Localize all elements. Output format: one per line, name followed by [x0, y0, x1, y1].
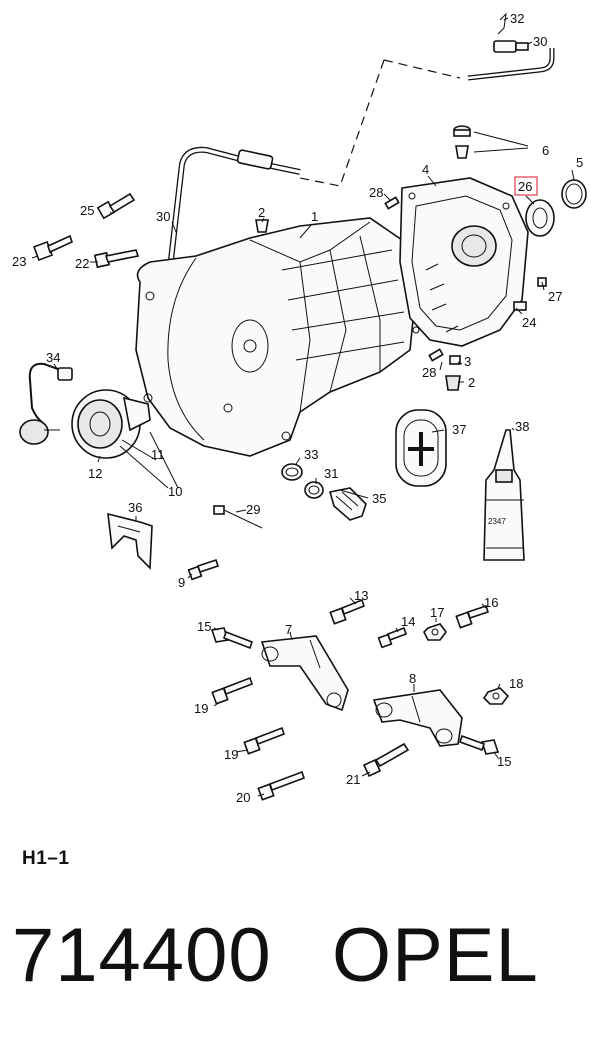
bolt-25 — [96, 192, 136, 220]
dashed-connection-line — [299, 59, 461, 187]
part-label-30-upper: 30 — [533, 34, 547, 49]
mount-bracket-7 — [260, 635, 349, 712]
bolt-19-upper — [211, 676, 254, 705]
part-label-7: 7 — [285, 622, 292, 637]
bolt-14 — [377, 626, 408, 649]
mount-bracket-8 — [372, 689, 463, 747]
part-label-22: 22 — [75, 256, 89, 271]
bolt-9 — [187, 558, 220, 581]
nut-18 — [482, 687, 510, 705]
bolt-15-left — [210, 627, 254, 650]
part-label-15-right: 15 — [497, 754, 511, 769]
part-label-38: 38 — [515, 419, 529, 434]
part-label-15-left: 15 — [197, 619, 211, 634]
leader-lines — [31, 17, 575, 797]
part-label-4: 4 — [422, 162, 429, 177]
plug-2-lower — [445, 375, 461, 391]
pin-28-upper — [384, 196, 400, 210]
bottle-label: 2347 — [488, 517, 506, 526]
bolt-20 — [257, 770, 306, 801]
part-label-29: 29 — [246, 502, 260, 517]
part-label-14: 14 — [401, 614, 415, 629]
part-label-11: 11 — [151, 447, 165, 462]
part-label-9: 9 — [178, 575, 185, 590]
part-label-6: 6 — [542, 143, 549, 158]
release-bearing — [71, 389, 153, 459]
nut-17 — [423, 623, 447, 641]
part-label-34: 34 — [46, 350, 60, 365]
washer-31 — [304, 481, 324, 499]
part-label-3: 3 — [464, 354, 471, 369]
gearbox-housing — [135, 217, 415, 457]
part-label-17: 17 — [430, 605, 444, 620]
breather-plug — [453, 125, 471, 159]
part-label-24: 24 — [522, 315, 536, 330]
oil-seal — [525, 199, 555, 237]
exploded-parts-diagram: 2347 — [12, 11, 587, 805]
pin-3 — [449, 355, 461, 365]
part-label-12: 12 — [88, 466, 102, 481]
bolt-23 — [33, 234, 73, 261]
part-label-35: 35 — [372, 491, 386, 506]
highlight-box-26 — [514, 176, 538, 196]
part-label-32: 32 — [510, 11, 524, 26]
part-number: 714400 — [12, 913, 272, 998]
bolt-15-right — [458, 734, 500, 755]
part-label-18: 18 — [509, 676, 523, 691]
washer-33 — [281, 463, 303, 481]
sealing-ring — [561, 179, 587, 209]
cover-37 — [395, 409, 447, 487]
part-label-1: 1 — [311, 209, 318, 224]
part-label-33: 33 — [304, 447, 318, 462]
sensor-lead — [19, 362, 73, 445]
part-label-5: 5 — [576, 155, 583, 170]
part-label-37: 37 — [452, 422, 466, 437]
part-label-21: 21 — [346, 772, 360, 787]
plug-35 — [328, 487, 367, 521]
part-label-26: 26 — [518, 179, 532, 194]
bracket-36 — [107, 512, 153, 570]
bolt-29 — [213, 505, 263, 529]
part-label-25: 25 — [80, 203, 94, 218]
bolt-13 — [329, 598, 365, 625]
bolt-19-lower — [243, 726, 286, 755]
clutch-line-upper — [467, 12, 555, 81]
plug-2-upper — [255, 219, 269, 233]
part-label-2-lower: 2 — [468, 375, 475, 390]
part-label-19-upper: 19 — [194, 701, 208, 716]
part-label-19-lower: 19 — [224, 747, 238, 762]
part-label-27: 27 — [548, 289, 562, 304]
part-label-28-lower: 28 — [422, 365, 436, 380]
rear-cover — [399, 177, 529, 347]
part-label-31: 31 — [324, 466, 338, 481]
bolt-24 — [513, 301, 527, 311]
sealant-bottle: 2347 — [483, 429, 525, 561]
part-labels: 32 30 6 5 4 26 28 25 2 1 30 22 23 27 24 … — [12, 11, 583, 805]
part-label-20: 20 — [236, 790, 250, 805]
part-label-30-lower: 30 — [156, 209, 170, 224]
bolt-22 — [93, 249, 140, 269]
pin-28-lower — [428, 348, 444, 362]
bolt-16 — [455, 604, 490, 629]
part-label-28-upper: 28 — [369, 185, 383, 200]
part-label-13: 13 — [354, 588, 368, 603]
brand-name: OPEL — [332, 913, 539, 998]
part-label-16: 16 — [484, 595, 498, 610]
part-label-23: 23 — [12, 254, 26, 269]
part-label-10: 10 — [168, 484, 182, 499]
part-label-36: 36 — [128, 500, 142, 515]
part-label-8: 8 — [409, 671, 416, 686]
section-code: H1–1 — [22, 848, 70, 869]
part-label-2-upper: 2 — [258, 205, 265, 220]
bolt-21 — [362, 742, 410, 778]
